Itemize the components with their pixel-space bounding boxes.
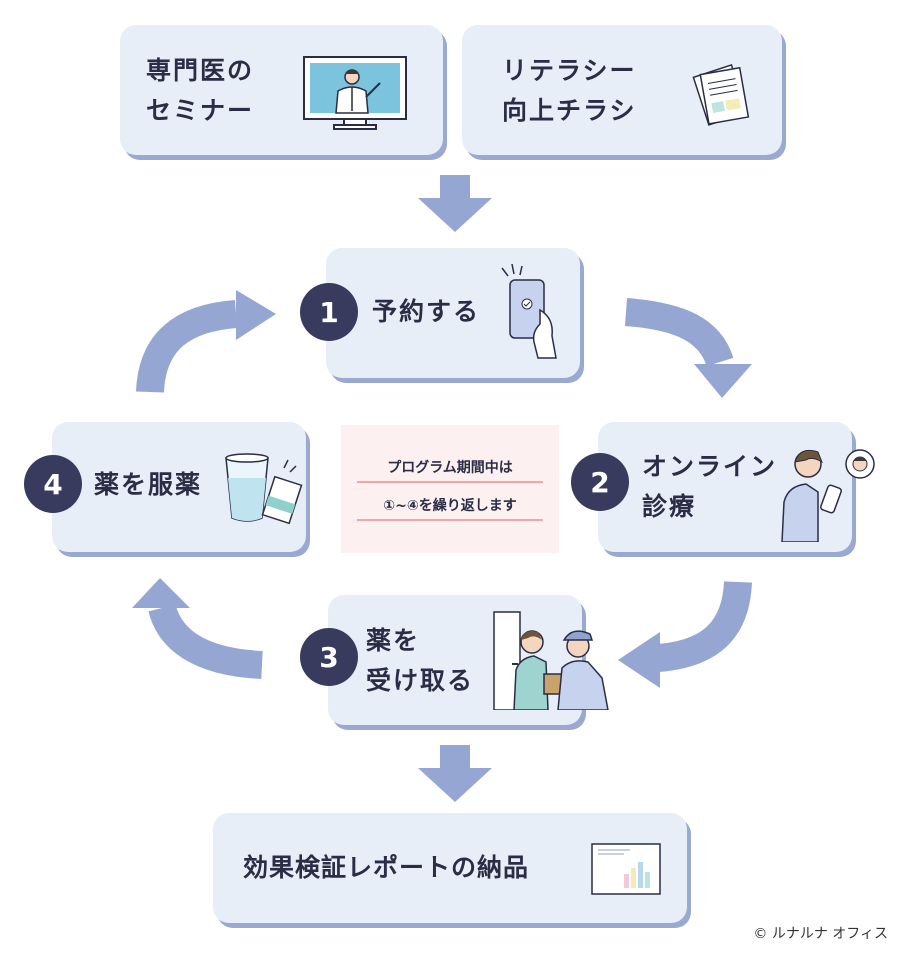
smartphone-hand-icon: [501, 263, 557, 359]
curve-arrow-4-to-1: [136, 300, 238, 394]
repeat-note-rule1: [357, 481, 543, 483]
report-label: 効果検証レポートの納品: [243, 853, 530, 882]
report-chart-icon: [591, 843, 661, 895]
medicine-glass-icon: [225, 453, 303, 525]
step2-badge: 2: [571, 453, 629, 511]
video-call-patient-icon: [781, 449, 875, 542]
flyer-label: リテラシー 向上チラシ: [502, 51, 637, 131]
step3-label-line2: 受け取る: [366, 666, 475, 695]
flyer-icon: [692, 64, 750, 126]
seminar-label-line2: セミナー: [146, 96, 255, 125]
seminar-card: 専門医の セミナー: [120, 25, 443, 155]
curve-arrow-1-to-2: [624, 298, 734, 367]
step1-label: 予約する: [372, 297, 481, 326]
repeat-note-rule2: [357, 519, 543, 521]
step3-badge: 3: [300, 628, 358, 686]
step4-label: 薬を服薬: [94, 470, 203, 499]
flyer-card: リテラシー 向上チラシ: [462, 25, 782, 155]
step4-badge: 4: [24, 455, 82, 513]
curve-arrow-2-to-3: [656, 580, 752, 672]
step3-label-line1: 薬を: [366, 626, 421, 655]
repeat-note: プログラム期間中は ①~④を繰り返します: [341, 425, 559, 553]
down-arrow-top: [418, 175, 492, 232]
down-arrow-bottom: [418, 745, 492, 802]
flyer-label-line2: 向上チラシ: [502, 96, 637, 125]
flyer-label-line1: リテラシー: [502, 56, 637, 85]
step2-label: オンライン 診療: [642, 447, 777, 527]
step2-label-line1: オンライン: [642, 452, 778, 481]
seminar-label: 専門医の セミナー: [146, 51, 254, 131]
step2-label-line2: 診療: [642, 492, 697, 521]
step3-label: 薬を 受け取る: [366, 621, 474, 701]
package-delivery-icon: [493, 611, 609, 710]
seminar-label-line1: 専門医の: [146, 56, 255, 85]
curve-arrow-3-to-4: [148, 603, 263, 679]
repeat-note-line1: プログラム期間中は: [387, 460, 513, 476]
repeat-note-line2: ①~④を繰り返します: [383, 498, 517, 514]
monitor-doctor-icon: [303, 56, 407, 130]
copyright: © ルナルナ オフィス: [753, 926, 888, 942]
step1-badge: 1: [300, 283, 358, 341]
